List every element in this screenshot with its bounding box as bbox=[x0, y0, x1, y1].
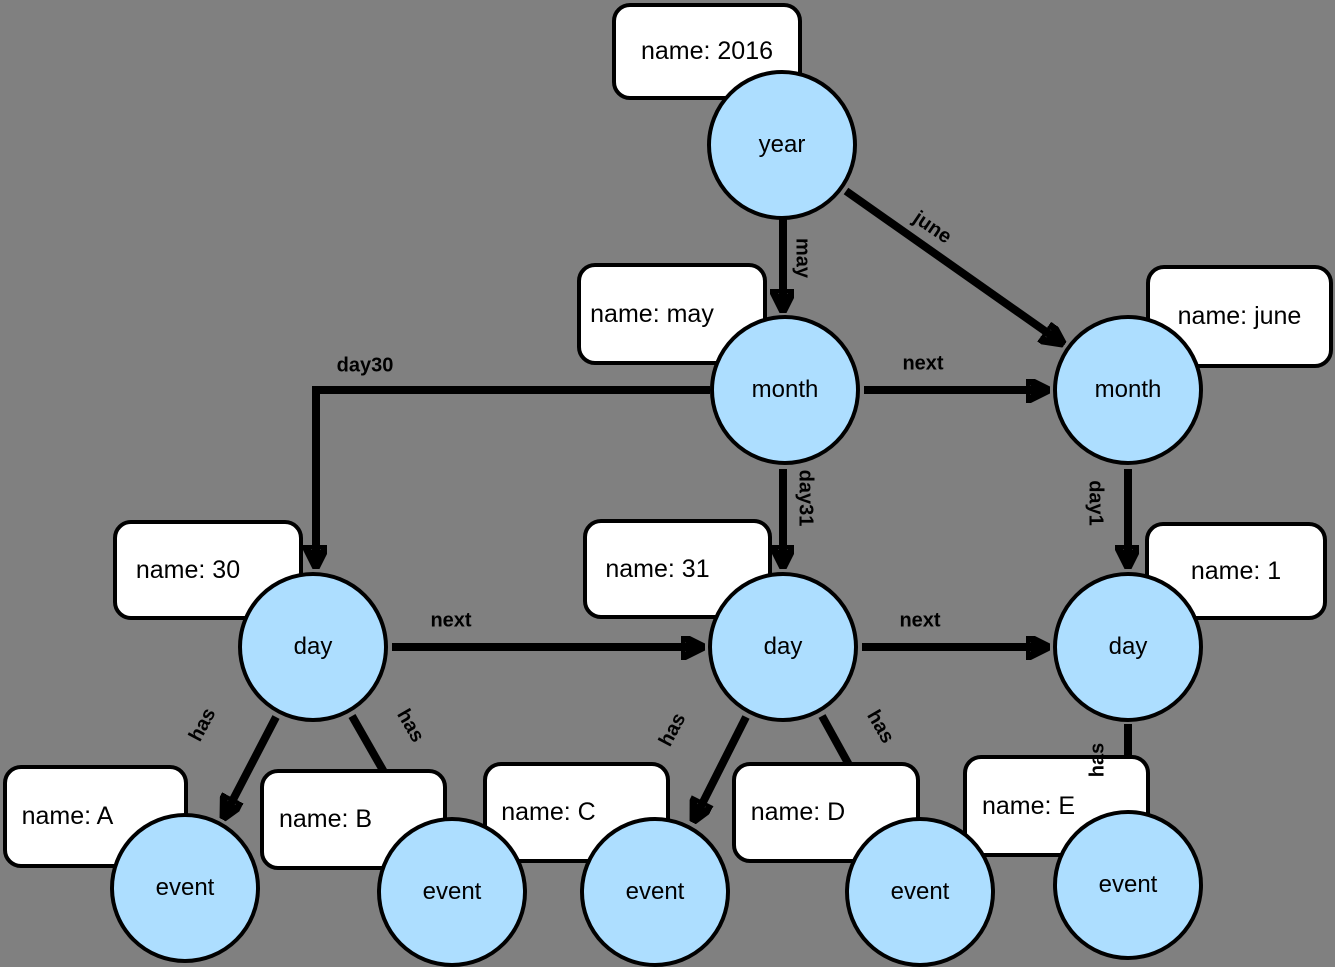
property-text: name: 1 bbox=[1190, 556, 1282, 585]
edge-label-next-months: next bbox=[902, 352, 944, 375]
node-label: event bbox=[890, 878, 950, 905]
property-box-event-c: name: C bbox=[483, 762, 670, 863]
edge-label-next-days-2: next bbox=[899, 609, 941, 632]
property-text: name: 31 bbox=[605, 554, 710, 583]
node-event-e: event bbox=[1053, 810, 1203, 960]
edge-label-has-e: has bbox=[1086, 742, 1109, 778]
node-label: event bbox=[422, 878, 482, 905]
node-label: day bbox=[1108, 633, 1148, 660]
node-event-a: event bbox=[110, 813, 260, 963]
edge-june-arrow bbox=[843, 187, 1062, 343]
node-label: year bbox=[758, 131, 806, 158]
node-event-c: event bbox=[580, 817, 730, 967]
node-month-may: month bbox=[710, 315, 860, 465]
edge-label-may: may bbox=[791, 237, 814, 279]
property-box-year: name: 2016 bbox=[612, 3, 802, 100]
node-day-1: day bbox=[1053, 572, 1203, 722]
node-label: event bbox=[625, 878, 685, 905]
property-text: name: may bbox=[590, 299, 714, 328]
node-label: event bbox=[1098, 871, 1158, 898]
property-text: name: B bbox=[278, 805, 373, 833]
property-text: name: 30 bbox=[135, 555, 241, 584]
node-day-30: day bbox=[238, 572, 388, 722]
edge-label-next-days-1: next bbox=[430, 609, 472, 632]
edge-label-day1: day1 bbox=[1084, 480, 1107, 526]
property-text: name: 2016 bbox=[640, 37, 774, 65]
edge-label-day31: day31 bbox=[794, 469, 817, 527]
property-text: name: D bbox=[750, 798, 846, 826]
node-event-d: event bbox=[845, 817, 995, 967]
node-day-31: day bbox=[708, 572, 858, 722]
node-label: day bbox=[293, 633, 333, 660]
node-label: event bbox=[155, 874, 215, 901]
node-label: month bbox=[751, 376, 819, 403]
node-month-june: month bbox=[1053, 315, 1203, 465]
property-text: name: june bbox=[1177, 302, 1302, 330]
property-text: name: C bbox=[501, 798, 596, 826]
edge-day30-arrow bbox=[316, 386, 710, 566]
property-text: name: E bbox=[981, 791, 1076, 820]
edge-label-day30: day30 bbox=[336, 354, 394, 377]
node-label: month bbox=[1094, 376, 1162, 403]
edge-has-event-a-arrow bbox=[224, 715, 280, 817]
node-label: day bbox=[763, 633, 803, 660]
node-event-b: event bbox=[377, 817, 527, 967]
node-year: year bbox=[707, 70, 857, 220]
edge-has-event-c-arrow bbox=[694, 715, 750, 820]
property-text: name: A bbox=[21, 802, 114, 830]
